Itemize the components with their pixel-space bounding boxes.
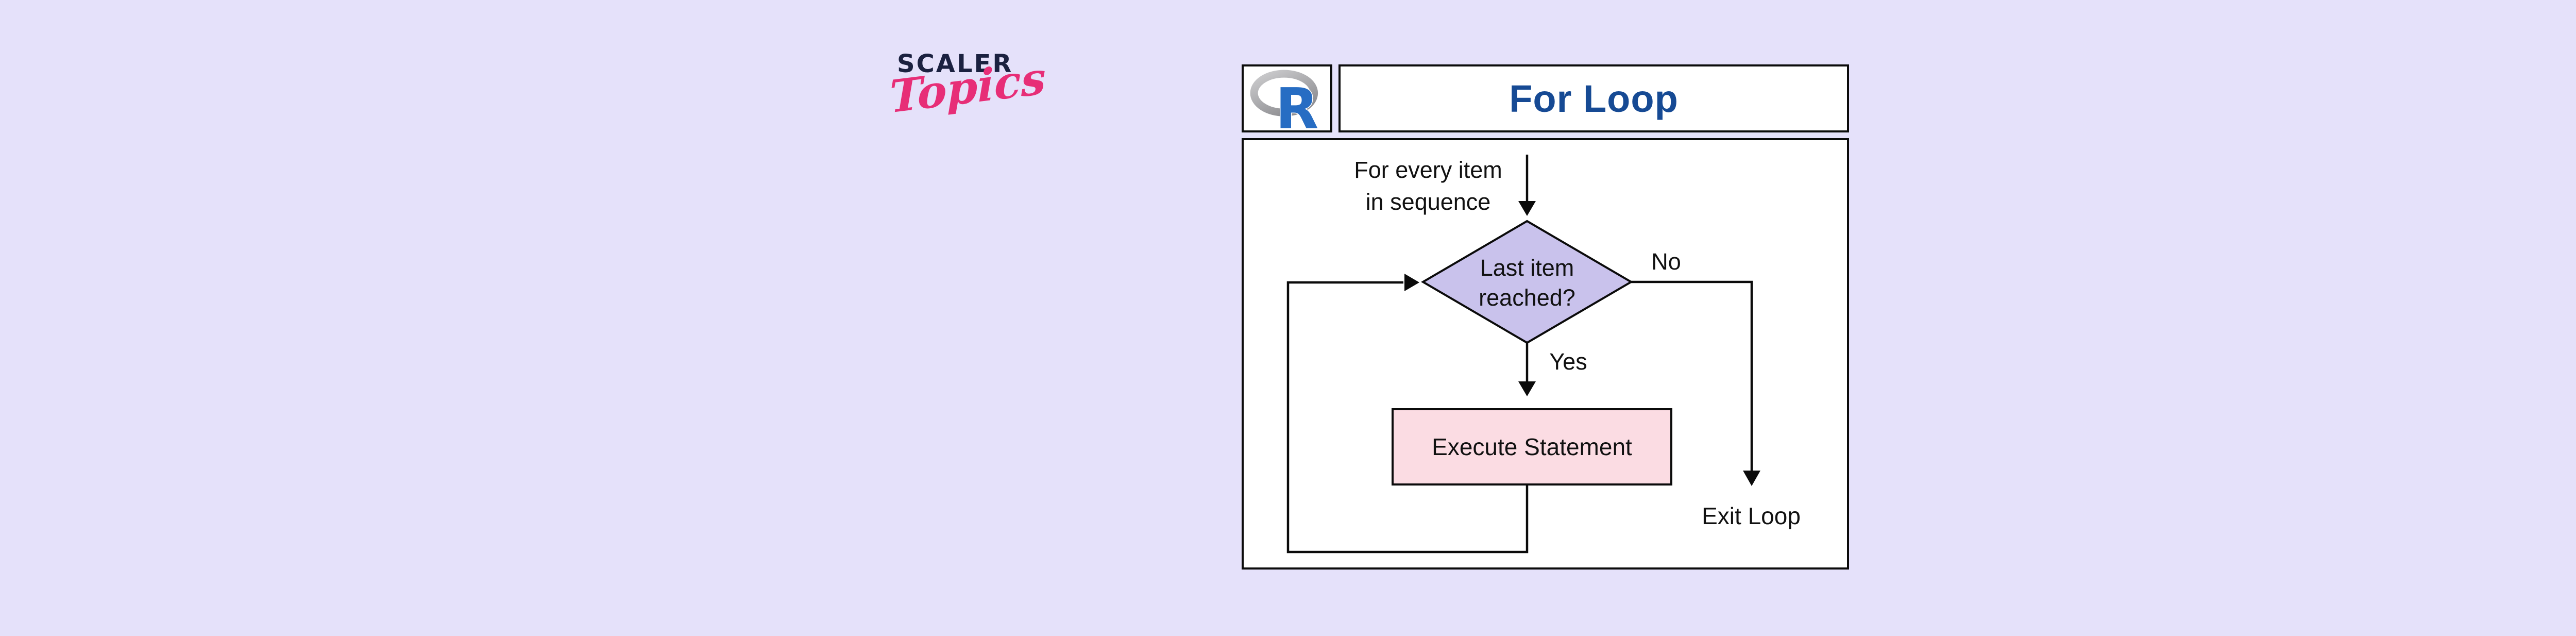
r-logo-ring [1250,70,1318,116]
no-label: No [1651,248,1681,275]
r-language-icon: R [1250,70,1319,130]
scaler-wordmark: SCALER [897,49,1013,78]
process-box: Execute Statement [1392,408,1672,486]
r-logo-panel: R [1242,64,1332,132]
page-title: For Loop [1509,77,1679,120]
title-panel: For Loop [1338,64,1849,132]
process-label: Execute Statement [1432,433,1632,460]
decision-label: Last item reached? [1479,255,1575,311]
exit-label: Exit Loop [1702,503,1801,529]
yes-label: Yes [1549,348,1587,375]
r-logo-letter: R [1275,76,1318,130]
entry-label: For every item in sequence [1354,157,1502,215]
